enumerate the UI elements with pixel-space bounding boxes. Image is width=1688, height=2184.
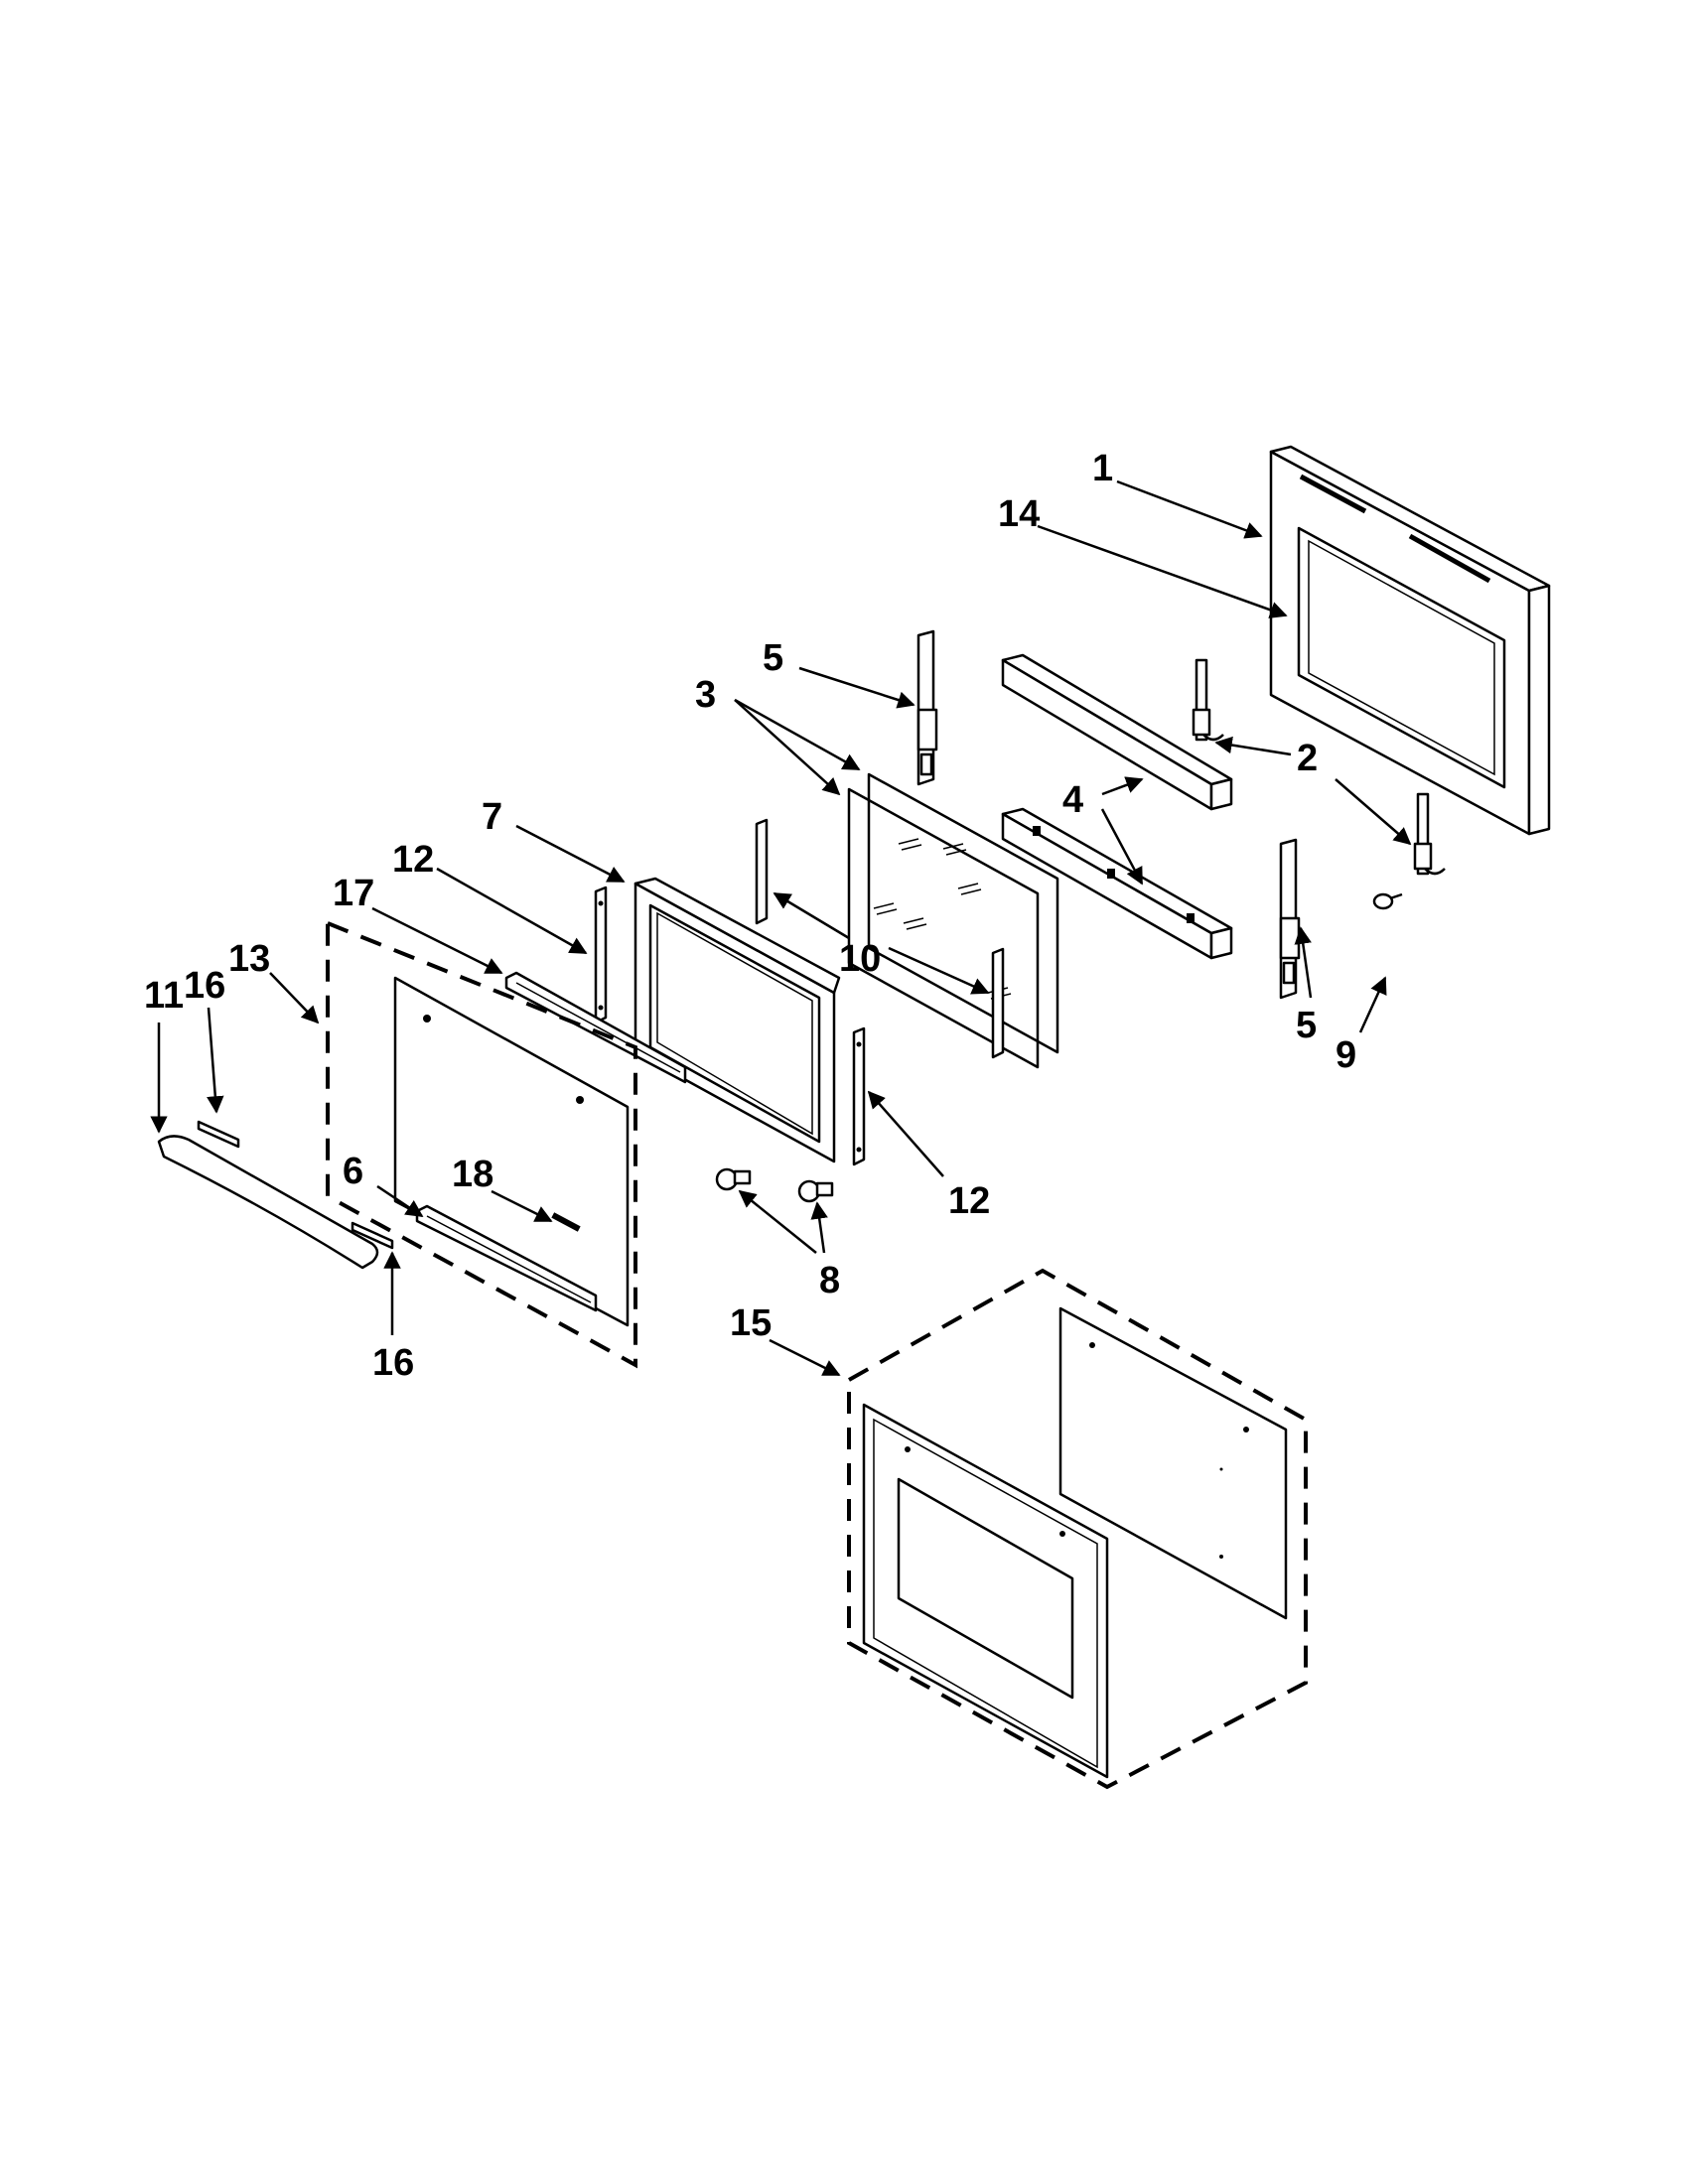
- callout-1: 1: [1092, 448, 1113, 489]
- callout-5-lower: 5: [1296, 1005, 1317, 1046]
- callout-13: 13: [228, 938, 270, 980]
- glass-spacer-left: [755, 818, 769, 925]
- outer-door-panel: [1269, 445, 1551, 836]
- callout-17: 17: [333, 873, 374, 914]
- vent-strip: [504, 971, 687, 1084]
- callout-4: 4: [1062, 779, 1083, 821]
- callout-12-left: 12: [392, 839, 434, 881]
- upper-channel: [1001, 653, 1233, 811]
- callout-16-upper: 16: [184, 965, 225, 1007]
- callout-2: 2: [1297, 738, 1318, 779]
- lower-channel: [1001, 807, 1233, 960]
- callouts: 1 14 5 3 2 4 7 12 17 13 11 16 10 9 5 6 1…: [144, 448, 1356, 1384]
- callout-9: 9: [1336, 1034, 1356, 1076]
- callout-14: 14: [998, 493, 1040, 535]
- side-trim-left: [594, 886, 608, 1024]
- hinge-upper: [1192, 658, 1224, 742]
- hinge-screw-left: [715, 1167, 752, 1191]
- complete-door-assembly: [847, 1268, 1308, 1790]
- end-cap-lower: [351, 1221, 394, 1250]
- callout-3: 3: [695, 674, 716, 716]
- callout-8: 8: [819, 1260, 840, 1301]
- glass-panes: [847, 772, 1059, 1069]
- hinge-screw-right: [797, 1179, 834, 1203]
- leader-lines: [150, 479, 1412, 1377]
- callout-5-upper: 5: [763, 637, 783, 679]
- callout-12-right: 12: [948, 1180, 990, 1222]
- door-assembly: [326, 920, 637, 1369]
- callout-7: 7: [482, 796, 502, 838]
- end-cap-upper: [197, 1120, 240, 1149]
- side-bracket-upper: [916, 629, 938, 786]
- door-handle: [157, 1135, 379, 1270]
- callout-15: 15: [730, 1302, 772, 1344]
- side-bracket-lower: [1279, 838, 1301, 1000]
- callout-18: 18: [452, 1154, 493, 1195]
- door-trim: [415, 1204, 598, 1312]
- glass-spacer-right: [991, 947, 1005, 1059]
- inner-door-frame: [633, 877, 841, 1163]
- hinge-lower: [1413, 792, 1446, 876]
- screw: [1372, 892, 1403, 910]
- callout-16-lower: 16: [372, 1342, 414, 1384]
- callout-10: 10: [839, 938, 881, 980]
- callout-11: 11: [144, 975, 184, 1017]
- side-trim-right: [852, 1026, 866, 1166]
- callout-6: 6: [343, 1151, 363, 1192]
